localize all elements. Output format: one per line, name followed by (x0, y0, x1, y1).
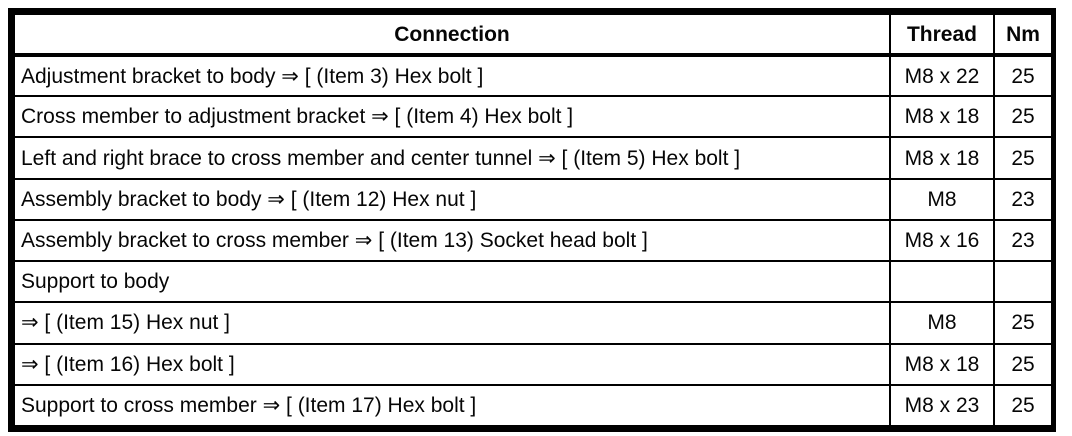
table-row: Adjustment bracket to body ⇒ [ (Item 3) … (13, 53, 1053, 98)
thread-cell: M8 x 18 (889, 95, 995, 139)
connection-cell: ⇒ [ (Item 15) Hex nut ] (13, 301, 891, 345)
thread-cell (889, 260, 995, 304)
connection-cell: Support to body (13, 260, 891, 304)
nm-cell: 25 (993, 342, 1053, 386)
thread-cell: M8 x 16 (889, 218, 995, 263)
connection-cell: Assembly bracket to cross member ⇒ [ (It… (13, 218, 891, 263)
thread-cell: M8 x 18 (889, 342, 995, 386)
connection-cell: ⇒ [ (Item 16) Hex bolt ] (13, 342, 891, 386)
header-row: Connection Thread Nm (13, 13, 1053, 57)
nm-cell: 25 (993, 136, 1053, 180)
table-row: ⇒ [ (Item 15) Hex nut ] M8 25 (13, 301, 1053, 345)
nm-cell: 25 (993, 53, 1053, 98)
column-header-thread: Thread (889, 13, 995, 57)
table-row: Cross member to adjustment bracket ⇒ [ (… (13, 95, 1053, 139)
thread-cell: M8 x 23 (889, 383, 995, 428)
table-row: Assembly bracket to cross member ⇒ [ (It… (13, 218, 1053, 263)
connection-cell: Left and right brace to cross member and… (13, 136, 891, 180)
column-header-connection: Connection (13, 13, 891, 57)
thread-cell: M8 x 18 (889, 136, 995, 180)
connection-cell: Assembly bracket to body ⇒ [ (Item 12) H… (13, 177, 891, 221)
thread-cell: M8 x 22 (889, 53, 995, 98)
torque-spec-table: Connection Thread Nm Adjustment bracket … (13, 13, 1053, 428)
table-row: Assembly bracket to body ⇒ [ (Item 12) H… (13, 177, 1053, 221)
connection-cell: Support to cross member ⇒ [ (Item 17) He… (13, 383, 891, 428)
nm-cell (993, 260, 1053, 304)
nm-cell: 25 (993, 383, 1053, 428)
nm-cell: 25 (993, 95, 1053, 139)
torque-spec-table-frame: Connection Thread Nm Adjustment bracket … (8, 8, 1056, 432)
nm-cell: 25 (993, 301, 1053, 345)
column-header-nm: Nm (993, 13, 1053, 57)
table-row: Support to cross member ⇒ [ (Item 17) He… (13, 383, 1053, 428)
nm-cell: 23 (993, 177, 1053, 221)
connection-cell: Cross member to adjustment bracket ⇒ [ (… (13, 95, 891, 139)
connection-cell: Adjustment bracket to body ⇒ [ (Item 3) … (13, 53, 891, 98)
thread-cell: M8 (889, 177, 995, 221)
table-row: ⇒ [ (Item 16) Hex bolt ] M8 x 18 25 (13, 342, 1053, 386)
thread-cell: M8 (889, 301, 995, 345)
nm-cell: 23 (993, 218, 1053, 263)
table-row: Left and right brace to cross member and… (13, 136, 1053, 180)
table-row: Support to body (13, 260, 1053, 304)
